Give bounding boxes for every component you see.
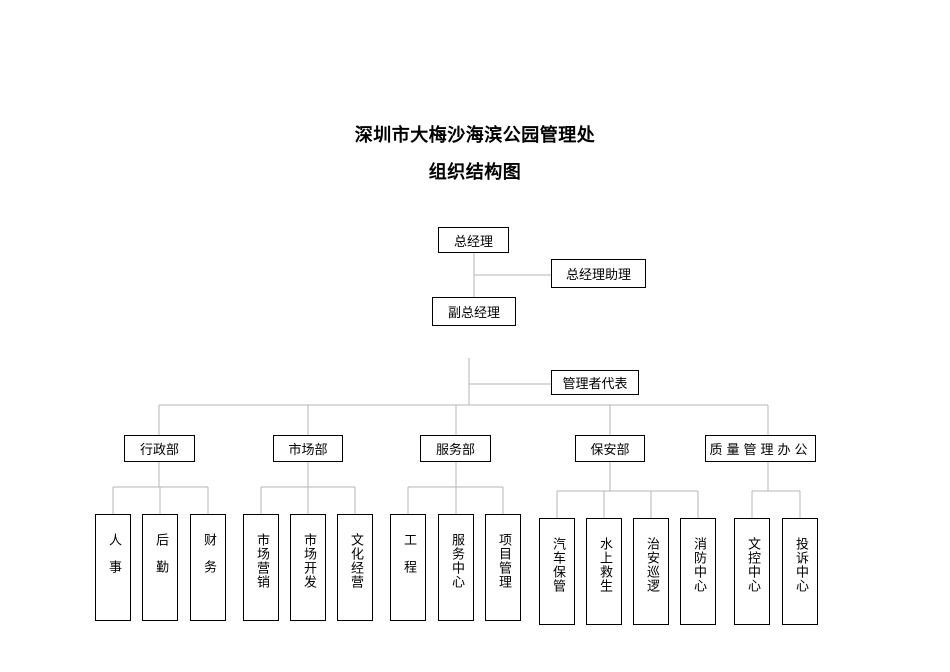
- node-unit-complaints: 投诉中心: [782, 518, 818, 625]
- node-unit-document-control: 文控中心: [734, 518, 770, 625]
- unit-label: 财务: [201, 533, 216, 587]
- node-unit-project-management: 项目管理: [485, 514, 521, 621]
- node-general-manager: 总经理: [438, 227, 509, 253]
- node-unit-marketing: 市场营销: [243, 514, 279, 621]
- unit-label: 服务中心: [449, 533, 464, 589]
- node-dept-quality: 质量管理办公: [705, 435, 816, 462]
- node-unit-service-center: 服务中心: [438, 514, 474, 621]
- unit-label: 工程: [401, 533, 416, 587]
- unit-label: 市场营销: [254, 533, 269, 589]
- node-unit-personnel: 人事: [95, 514, 131, 621]
- unit-label: 后勤: [153, 533, 168, 587]
- node-unit-lifeguard: 水上救生: [586, 518, 622, 625]
- node-unit-finance: 财务: [190, 514, 226, 621]
- node-unit-logistics: 后勤: [142, 514, 178, 621]
- unit-label: 消防中心: [691, 537, 706, 593]
- unit-label: 项目管理: [496, 533, 511, 589]
- unit-label: 投诉中心: [793, 537, 808, 593]
- node-management-representative: 管理者代表: [551, 370, 639, 395]
- node-unit-engineering: 工程: [390, 514, 426, 621]
- node-unit-fire-center: 消防中心: [680, 518, 716, 625]
- unit-label: 水上救生: [597, 537, 612, 593]
- node-general-manager-assistant: 总经理助理: [551, 259, 646, 288]
- node-dept-admin: 行政部: [124, 435, 195, 462]
- unit-label: 文化经营: [348, 533, 363, 589]
- chart-title-line1: 深圳市大梅沙海滨公园管理处: [354, 125, 596, 146]
- node-dept-security: 保安部: [575, 435, 645, 462]
- chart-title-line2: 组织结构图: [428, 162, 522, 183]
- unit-label: 市场开发: [301, 533, 316, 589]
- node-deputy-general-manager: 副总经理: [432, 297, 516, 326]
- node-unit-patrol: 治安巡逻: [633, 518, 669, 625]
- unit-label: 文控中心: [745, 537, 760, 593]
- node-unit-cultural-business: 文化经营: [337, 514, 373, 621]
- node-unit-parking: 汽车保管: [539, 518, 575, 625]
- unit-label: 人事: [106, 533, 121, 587]
- node-unit-market-development: 市场开发: [290, 514, 326, 621]
- node-dept-service: 服务部: [420, 435, 491, 462]
- node-dept-market: 市场部: [273, 435, 343, 462]
- unit-label: 治安巡逻: [644, 537, 659, 593]
- unit-label: 汽车保管: [550, 537, 565, 593]
